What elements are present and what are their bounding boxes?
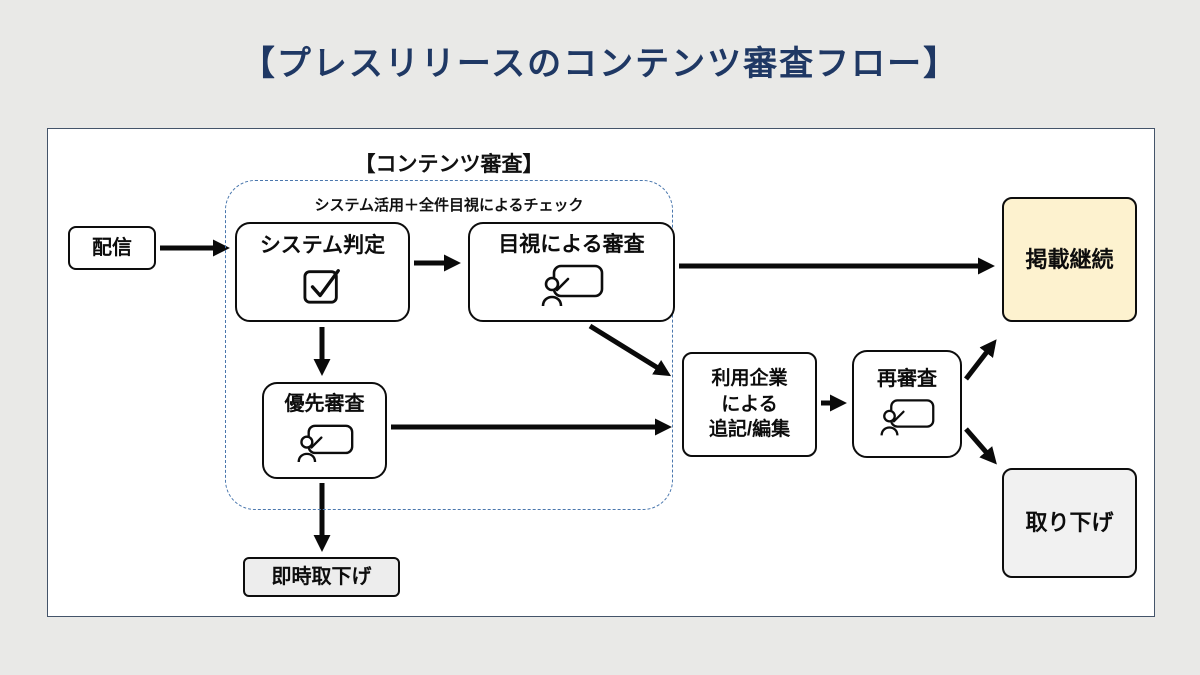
node-immediate-takedown: 即時取下げ (243, 557, 400, 597)
node-rereview: 再審査 (852, 350, 962, 458)
page-title: 【プレスリリースのコンテンツ審査フロー】 (240, 45, 960, 83)
node-company-edit: 利用企業 による 追記/編集 (682, 352, 817, 457)
node-rereview-label: 再審査 (877, 367, 937, 390)
checkbox-check-icon (300, 265, 346, 311)
node-continue-publication-label: 掲載継続 (1025, 246, 1114, 272)
content-review-group-note: システム活用＋全件目視によるチェック (314, 197, 584, 214)
node-priority-review-label: 優先審査 (284, 393, 365, 415)
node-visual-review-label: 目視による審査 (498, 232, 645, 256)
node-delivery: 配信 (68, 226, 156, 270)
node-delivery-label: 配信 (92, 236, 132, 259)
node-system-judgment-label: システム判定 (259, 233, 386, 257)
presenter-board-icon (879, 398, 935, 442)
node-visual-review: 目視による審査 (468, 222, 675, 322)
node-withdrawal-label: 取り下げ (1025, 510, 1114, 536)
node-immediate-takedown-label: 即時取下げ (271, 565, 372, 588)
node-company-edit-label: 利用企業 による 追記/編集 (708, 368, 791, 441)
presenter-board-icon (540, 264, 604, 312)
content-review-group-box (225, 180, 673, 510)
node-continue-publication: 掲載継続 (1002, 197, 1137, 322)
content-review-group-label: 【コンテンツ審査】 (354, 153, 544, 176)
node-system-judgment: システム判定 (235, 222, 410, 322)
presenter-board-icon (296, 423, 354, 469)
node-withdrawal: 取り下げ (1002, 468, 1137, 578)
node-priority-review: 優先審査 (262, 382, 387, 479)
